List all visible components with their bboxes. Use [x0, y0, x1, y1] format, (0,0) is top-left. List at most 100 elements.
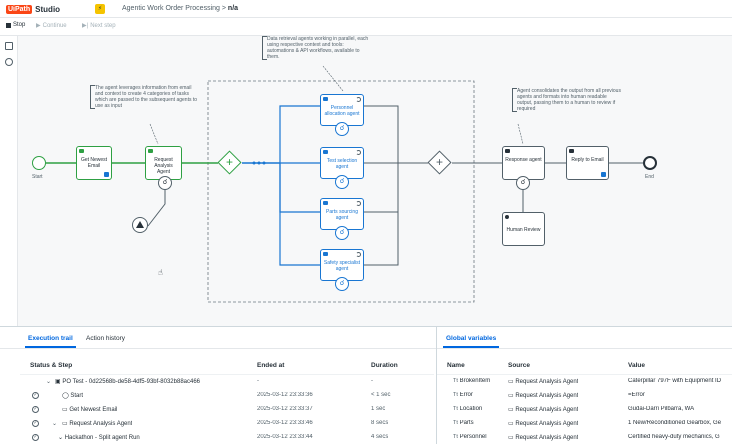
table-row[interactable]: ▭ Request Analysis Agent	[62, 421, 133, 427]
agent-icon	[323, 97, 328, 101]
source-text: Request Analysis Agent	[515, 379, 579, 385]
variable-source: ▭ Request Analysis Agent	[508, 379, 579, 385]
step-name: Get Newest Email	[69, 407, 118, 413]
human-review-node[interactable]: Human Review	[502, 212, 545, 246]
table-row[interactable]: ▣ PO Test - 0d22568b-de58-4df5-93bf-8032…	[55, 379, 201, 385]
panel-divider[interactable]	[436, 327, 437, 444]
table-row[interactable]: ◯ Start	[62, 393, 84, 399]
variable-value: =Error	[628, 392, 645, 398]
app-header: UiPath Studio ⚡ Agentic Work Order Proce…	[0, 0, 732, 18]
request-analysis-note: The agent leverages information from ema…	[90, 85, 200, 109]
col-ended-at[interactable]: Ended at	[257, 362, 285, 369]
col-value[interactable]: Value	[628, 362, 645, 369]
uipath-logo: UiPath Studio	[6, 3, 60, 15]
safety-specialist-agent-node[interactable]: Safety specialist agent	[320, 249, 364, 281]
variable-name: BrokenItem	[459, 378, 491, 384]
status-check-icon: ✓	[32, 420, 39, 427]
text-type-icon: Tt	[453, 392, 458, 398]
tab-action-history[interactable]: Action history	[86, 335, 126, 342]
agent-badge-icon: ☌	[335, 122, 349, 136]
stop-button[interactable]: Stop	[6, 22, 25, 28]
continue-label: Continue	[42, 22, 67, 29]
duration-cell: 4 secs	[371, 434, 389, 440]
mouse-cursor-icon: ☝	[158, 268, 163, 277]
get-newest-email-node[interactable]: Get Newest Email	[76, 146, 112, 180]
status-check-icon: ✓	[32, 406, 39, 413]
person-icon	[505, 215, 509, 219]
col-duration[interactable]: Duration	[371, 362, 398, 369]
variable-value: Caterpillar 797F with Equipment ID	[628, 378, 722, 384]
step-name: Start	[70, 393, 84, 399]
variable-source: ▭ Request Analysis Agent	[508, 421, 579, 427]
agent-badge-icon: ☌	[335, 226, 349, 240]
variable-row[interactable]: Tt Error	[453, 392, 473, 398]
variable-row[interactable]: Tt Parts	[453, 420, 474, 426]
agent-badge-icon: ☌	[158, 176, 172, 190]
table-row[interactable]: ⌄ Hackathon - Split agent Run	[58, 435, 140, 441]
source-text: Request Analysis Agent	[515, 393, 579, 399]
request-analysis-agent-node[interactable]: Request Analysis Agent	[145, 146, 182, 180]
variable-name: Personnel	[459, 434, 487, 440]
text-type-icon: Tt	[453, 434, 458, 440]
next-step-button[interactable]: ▶| Next step	[82, 22, 116, 30]
text-type-icon: Tt	[453, 406, 458, 412]
node-label: Personnel allocation agent	[324, 105, 360, 117]
step-name: Request Analysis Agent	[69, 421, 133, 427]
col-status-step[interactable]: Status & Step	[30, 362, 73, 369]
layers-icon[interactable]	[5, 42, 13, 50]
step-name: PO Test - 0d22568b-de58-4df5-93bf-8032b8…	[62, 379, 201, 385]
table-row[interactable]: ▭ Get Newest Email	[62, 407, 118, 413]
expand-chevron-icon[interactable]: ⌄	[52, 421, 58, 427]
start-event[interactable]	[32, 156, 46, 170]
response-agent-node[interactable]: Response agent	[502, 146, 545, 180]
agent-icon	[323, 150, 328, 154]
reply-to-email-node[interactable]: Reply to Email	[566, 146, 609, 180]
col-name[interactable]: Name	[447, 362, 465, 369]
tab-global-variables[interactable]: Global variables	[442, 335, 500, 348]
node-label: Parts sourcing agent	[326, 209, 358, 221]
row-divider	[20, 374, 434, 375]
parts-sourcing-agent-node[interactable]: Parts sourcing agent	[320, 198, 364, 230]
plus-icon: +	[435, 155, 443, 169]
tab-execution-trail[interactable]: Execution trail	[25, 335, 76, 348]
col-source[interactable]: Source	[508, 362, 531, 369]
node-label: Get Newest Email	[80, 157, 108, 169]
variable-value: 1 New/Reconditioned Gearbox, Ge	[628, 420, 722, 426]
error-end-event[interactable]	[132, 217, 148, 233]
loop-icon	[356, 97, 361, 102]
variable-row[interactable]: Tt Personnel	[453, 434, 487, 440]
node-label: Response agent	[505, 157, 542, 163]
variable-source: ▭ Request Analysis Agent	[508, 435, 579, 441]
expand-chevron-icon[interactable]: ⌄	[46, 379, 52, 385]
step-over-icon: ▶|	[82, 23, 89, 29]
breadcrumb-project[interactable]: Agentic Work Order Processing	[122, 5, 220, 12]
agent-icon	[505, 149, 510, 153]
status-check-icon: ✓	[32, 392, 39, 399]
status-check-icon: ✓	[32, 434, 39, 441]
info-icon[interactable]	[5, 58, 13, 66]
process-canvas[interactable]: Start End Get Newest Email Request Analy…	[18, 36, 732, 326]
source-text: Request Analysis Agent	[515, 407, 579, 413]
project-icon[interactable]: ⚡	[95, 4, 105, 14]
text-type-icon: Tt	[453, 378, 458, 384]
ended-at-cell: 2025-03-12 23:33:36	[257, 392, 313, 398]
variable-source: ▭ Request Analysis Agent	[508, 393, 579, 399]
variable-row[interactable]: Tt Location	[453, 406, 482, 412]
row-divider	[437, 374, 732, 375]
variable-name: Parts	[459, 420, 474, 426]
end-event[interactable]	[643, 156, 657, 170]
duration-cell: 8 secs	[371, 420, 389, 426]
ended-at-cell: 2025-03-12 23:33:44	[257, 434, 313, 440]
outlook-icon	[601, 172, 606, 177]
continue-button[interactable]: ▶ Continue	[36, 22, 67, 30]
breadcrumb-current: n/a	[227, 5, 239, 12]
variable-name: Location	[459, 406, 483, 412]
variable-value: Gudai-Darri Pilbarra, WA	[628, 406, 695, 412]
parallel-group-box	[207, 80, 475, 303]
test-selection-agent-node[interactable]: Test selection agent	[320, 147, 364, 179]
variable-row[interactable]: Tt BrokenItem	[453, 378, 490, 384]
start-label: Start	[32, 174, 43, 180]
loop-icon	[356, 252, 361, 257]
personnel-allocation-agent-node[interactable]: Personnel allocation agent	[320, 94, 364, 126]
variable-value: Certified heavy-duty mechanics, G	[628, 434, 720, 440]
